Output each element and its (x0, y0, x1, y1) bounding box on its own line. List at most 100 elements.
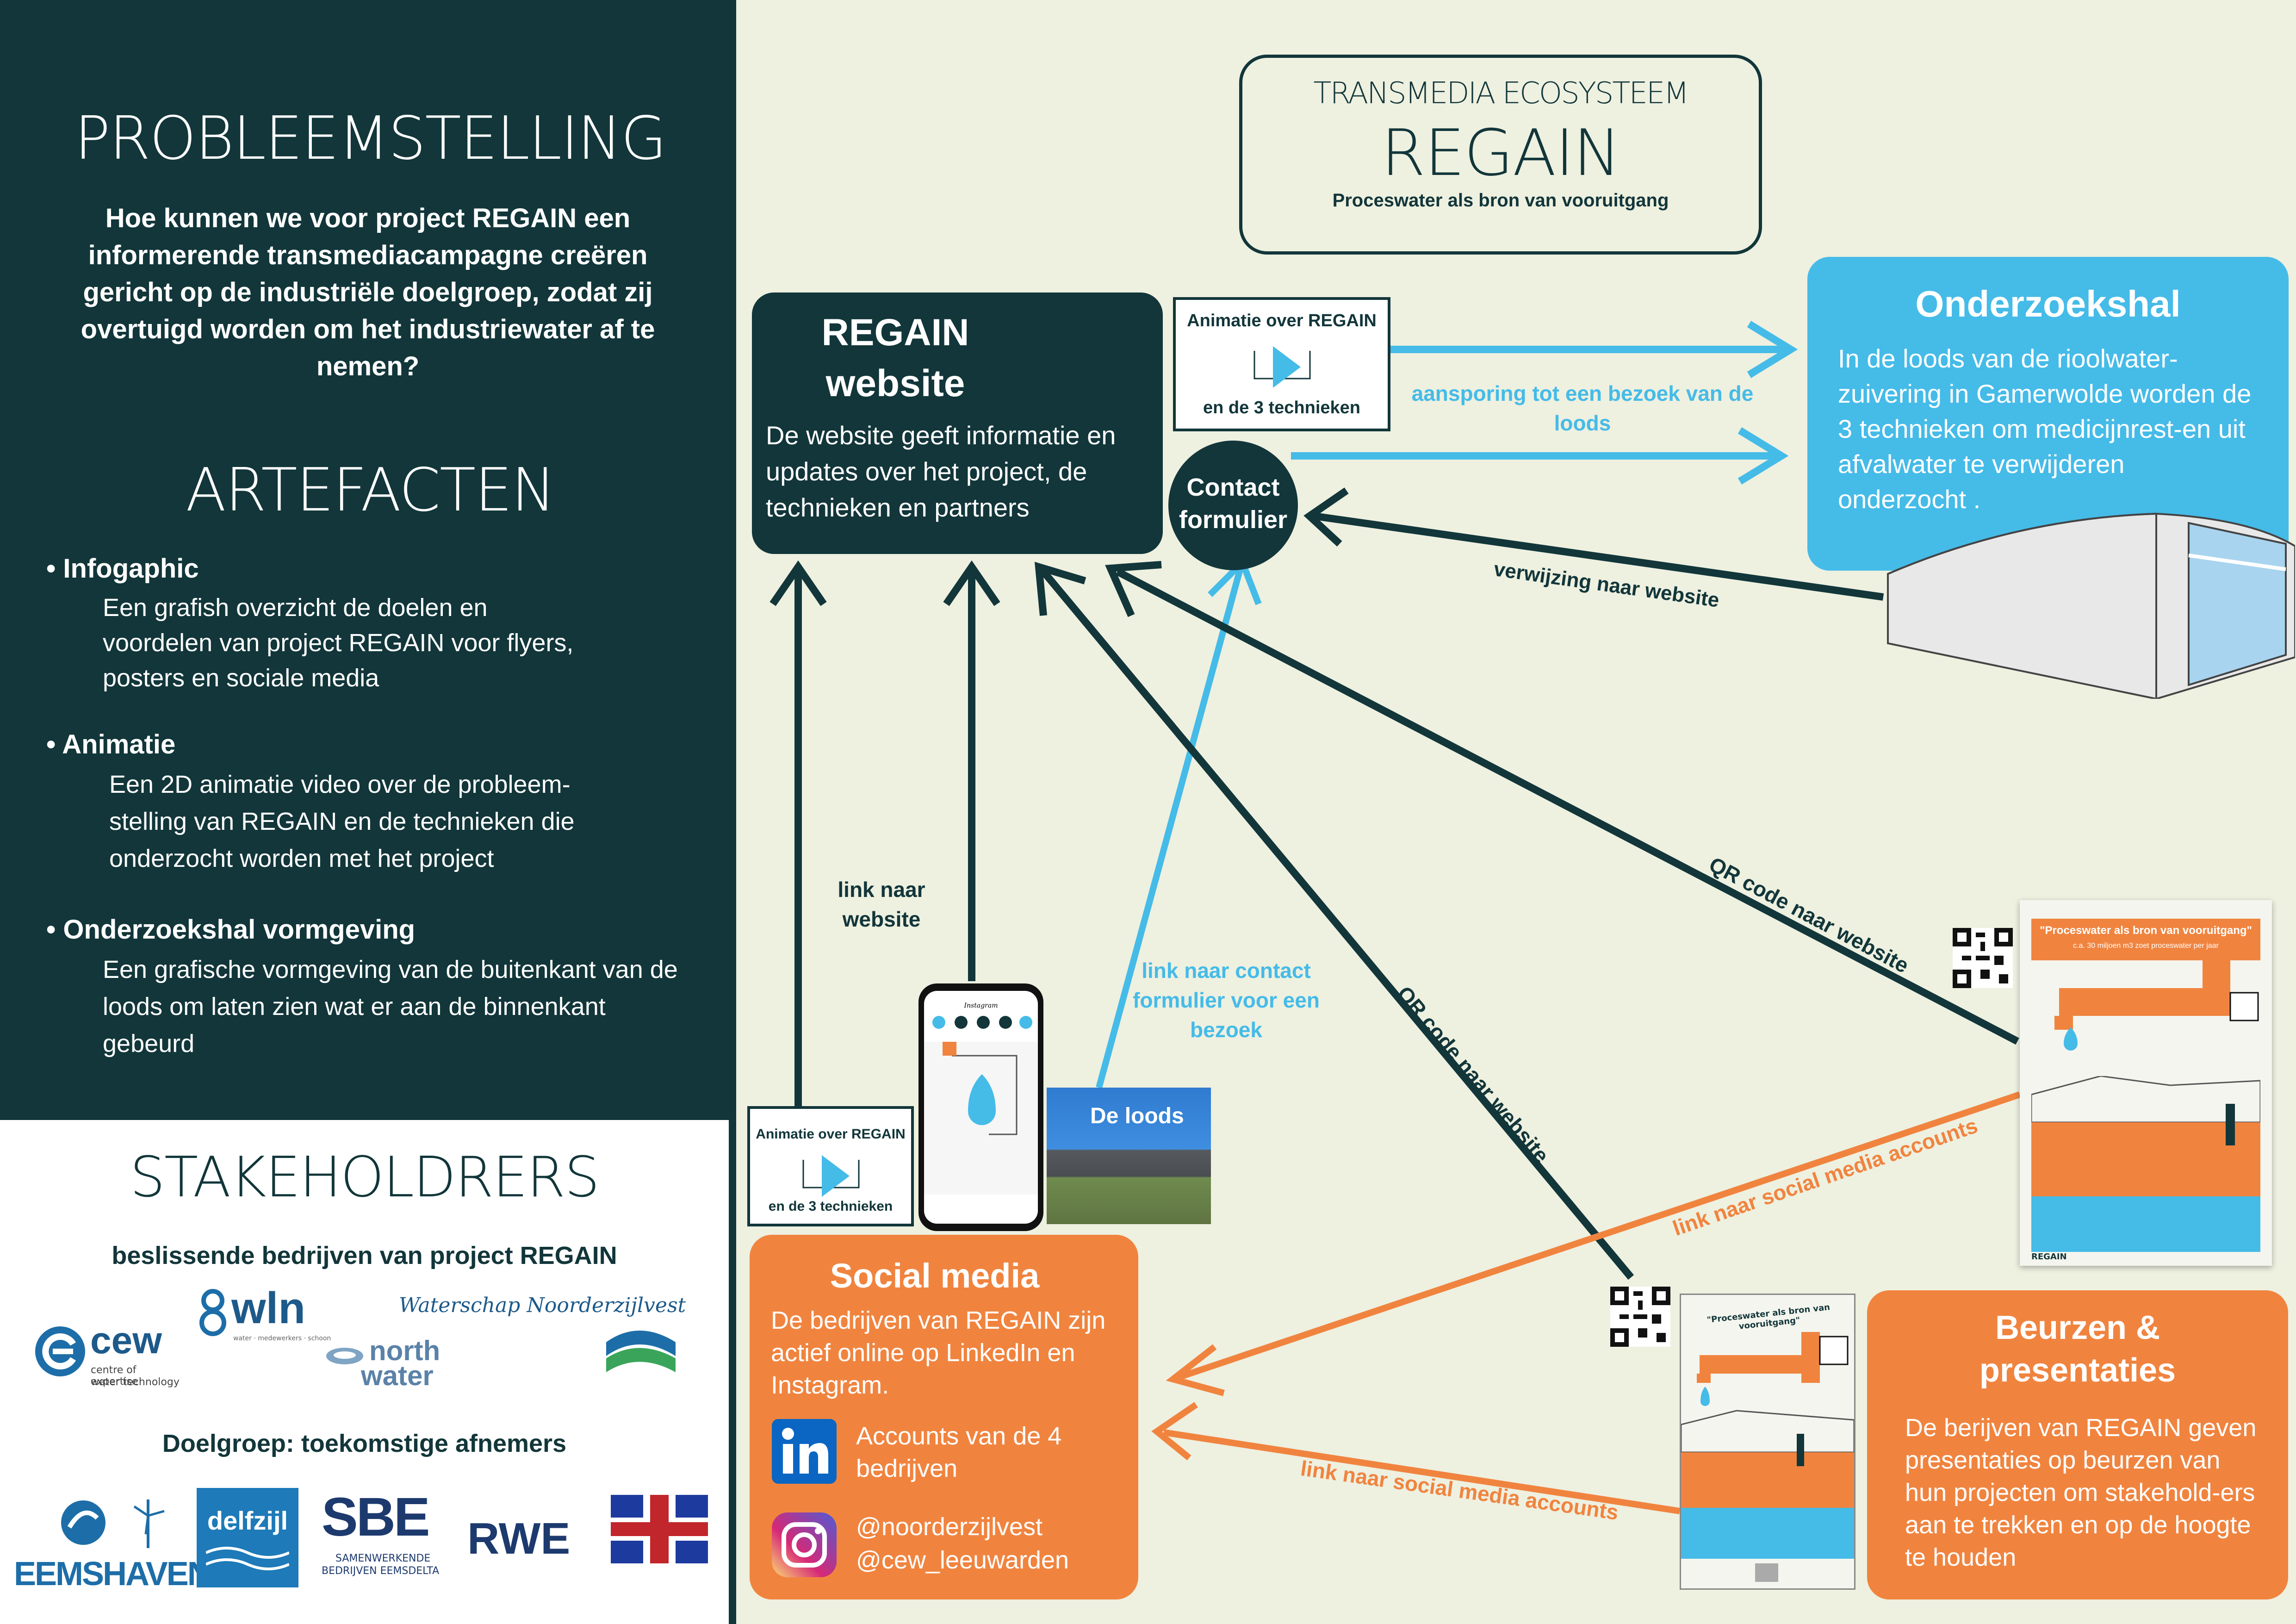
rollup-illustration (1681, 1332, 1854, 1582)
title-line3: Proceswater als bron van vooruitgang (1332, 190, 1669, 211)
probleem-title: PROBLEEMSTELLING (74, 104, 667, 173)
sbe-logo: SBE SAMENWERKENDE BEDRIJVEN EEMSDELTA (322, 1486, 442, 1592)
title-line1: TRANSMEDIA ECOSYSTEEM (1313, 76, 1689, 111)
arrow-qr-rollup (1034, 561, 1634, 1280)
hangar-illustration (1887, 512, 2295, 699)
animation-thumb-top-label: Animatie over REGAIN (1187, 311, 1377, 330)
sbe-sub1: SAMENWERKENDE (335, 1553, 431, 1564)
cew-sub1: centre of expertise (91, 1364, 138, 1388)
artefact-title-onderzoekshal: • Onderzoekshal vormgeving (46, 915, 416, 945)
eemshaven-logo: EEMSHAVEN (14, 1486, 211, 1597)
instagram-icon[interactable] (772, 1512, 837, 1577)
deciders-label: beslissende bedrijven van project REGAIN (112, 1242, 617, 1269)
qr-code-rollup-icon (1610, 1287, 1670, 1347)
animation-thumb-bottom-label: Animatie over REGAIN (756, 1126, 906, 1142)
social-text: De bedrijven van REGAIN zijn actief onli… (771, 1307, 1106, 1399)
wln-logo: wln water · medewerkers · schoon (199, 1283, 338, 1351)
arrow-verwijzing (1303, 487, 1884, 601)
animation-thumb-bottom-sub: en de 3 technieken (768, 1199, 893, 1214)
hal-title: Onderzoekshal (1915, 283, 2181, 324)
arrow-website-from-animation (769, 560, 827, 1108)
label-link-contact: link naar contact formulier voor een bez… (1133, 958, 1320, 1042)
arrow-aansporing-top (1388, 321, 1798, 378)
delfzijl-wordmark: delfzijl (207, 1506, 288, 1535)
poster-header: "Proceswater als bron van vooruitgang" c… (2031, 919, 2260, 960)
cew-sub2: water technology (91, 1376, 180, 1388)
loods-photo: De loods (1047, 1088, 1211, 1224)
delfzijl-wave-icon (206, 1547, 289, 1570)
groningen-flag-icon (611, 1495, 708, 1563)
water-wordmark: water (361, 1360, 434, 1391)
arrow-social-poster (1166, 1091, 2021, 1396)
title-line2: REGAIN (1381, 116, 1621, 190)
artefacten-title: ARTEFACTEN (186, 456, 556, 525)
waterschap-wordmark: Waterschap Noorderzijlvest (399, 1294, 686, 1317)
social-title: Social media (830, 1257, 1040, 1295)
website-title2: website (825, 362, 965, 404)
animation-thumb-top-sub: en de 3 technieken (1203, 398, 1360, 417)
left-panel: PROBLEEMSTELLING Hoe kunnen we voor proj… (0, 0, 729, 1120)
phone-mockup: Instagram (918, 983, 1043, 1231)
target-label: Doelgroep: toekomstige afnemers (162, 1430, 567, 1457)
wln-icon (199, 1289, 226, 1336)
instagram-handle-1[interactable]: @noorderzijlvest (856, 1513, 1043, 1541)
eemshaven-icon (61, 1500, 165, 1548)
artefact-title-infographic: • Infogaphic (46, 554, 199, 584)
arrow-social-rollup (1151, 1402, 1681, 1514)
label-link-website: link naar website (838, 877, 925, 931)
instagram-stories-icon (932, 1016, 1032, 1029)
label-aansporing: aansporing tot een bezoek van de loods (1411, 381, 1754, 435)
title-box: TRANSMEDIA ECOSYSTEEM REGAIN Proceswater… (1239, 55, 1762, 255)
arrow-qr-poster (1105, 561, 2019, 1045)
poster-sub: c.a. 30 miljoen m3 zoet proceswater per … (2073, 942, 2219, 950)
cew-wordmark: cew (90, 1319, 162, 1362)
sbe-wordmark: SBE (322, 1487, 430, 1548)
phone-post-water-drop-icon (924, 1042, 1038, 1195)
linkedin-text: Accounts van de 4 bedrijven (856, 1422, 1062, 1482)
poster-brand: REGAIN (2031, 1252, 2067, 1262)
instagram-handle-2[interactable]: @cew_leeuwarden (856, 1546, 1069, 1574)
arrow-aansporing-bottom (1291, 427, 1789, 485)
poster-bottom-illustration (2031, 1076, 2260, 1252)
website-title1: REGAIN (821, 311, 969, 354)
wln-wordmark: wln (231, 1283, 305, 1333)
poster-headline: "Proceswater als bron van vooruitgang" (2040, 924, 2252, 937)
contact-line2: formulier (1179, 506, 1288, 534)
beurzen-text: De berijven van REGAIN geven presentatie… (1905, 1414, 2257, 1571)
play-icon[interactable] (1250, 342, 1315, 392)
stakeholders-title: STAKEHOLDRERS (130, 1145, 600, 1210)
qr-code-poster-icon (1953, 928, 2013, 988)
rollup-headline: "Proceswater als bron van vooruitgang" (1706, 1302, 1831, 1332)
sbe-sub2: BEDRIJVEN EEMSDELTA (322, 1565, 440, 1577)
artefact-text-infographic: Een grafish overzicht de doelen en voord… (103, 594, 574, 692)
artefact-text-onderzoekshal: Een grafische vormgeving van de buitenka… (103, 956, 678, 1058)
contact-circle[interactable]: Contact formulier (1168, 441, 1298, 570)
waterschap-wave-icon (606, 1331, 676, 1372)
play-icon-bottom[interactable] (799, 1151, 863, 1201)
arrow-website-from-phone (943, 560, 1000, 981)
contact-line1: Contact (1186, 473, 1280, 501)
rwe-wordmark: RWE (467, 1514, 571, 1563)
northwater-logo: north water (324, 1335, 472, 1402)
animation-thumb-bottom[interactable]: Animatie over REGAIN en de 3 technieken (747, 1106, 914, 1226)
artefact-text-animatie: Een 2D animatie video over de probleem-s… (109, 771, 575, 872)
rollup-banner: "Proceswater als bron van vooruitgang" (1680, 1294, 1855, 1590)
website-text: De website geeft informatie en updates o… (766, 421, 1116, 522)
animation-thumb-top[interactable]: Animatie over REGAIN en de 3 technieken (1173, 297, 1390, 431)
website-box: REGAIN website De website geeft informat… (752, 292, 1163, 554)
wln-sub: water · medewerkers · schoon (233, 1335, 331, 1342)
phone-app-name: Instagram (964, 1002, 998, 1009)
poster-tap-icon (2054, 960, 2259, 1051)
divider (729, 0, 736, 1624)
north-wordmark: north (369, 1335, 441, 1366)
phone-screen: Instagram (924, 991, 1038, 1224)
hal-text: In de loods van de rioolwater-zuivering … (1838, 344, 2252, 514)
linkedin-icon[interactable] (772, 1419, 837, 1484)
eemshaven-wordmark: EEMSHAVEN (14, 1556, 211, 1593)
delfzijl-logo: delfzijl (197, 1488, 298, 1587)
beurzen-box: Beurzen & presentaties De berijven van R… (1867, 1290, 2288, 1599)
beurzen-title2: presentaties (1979, 1352, 2176, 1389)
beurzen-title1: Beurzen & (1995, 1309, 2160, 1346)
cew-logo: cew centre of expertise water technology (32, 1319, 185, 1393)
